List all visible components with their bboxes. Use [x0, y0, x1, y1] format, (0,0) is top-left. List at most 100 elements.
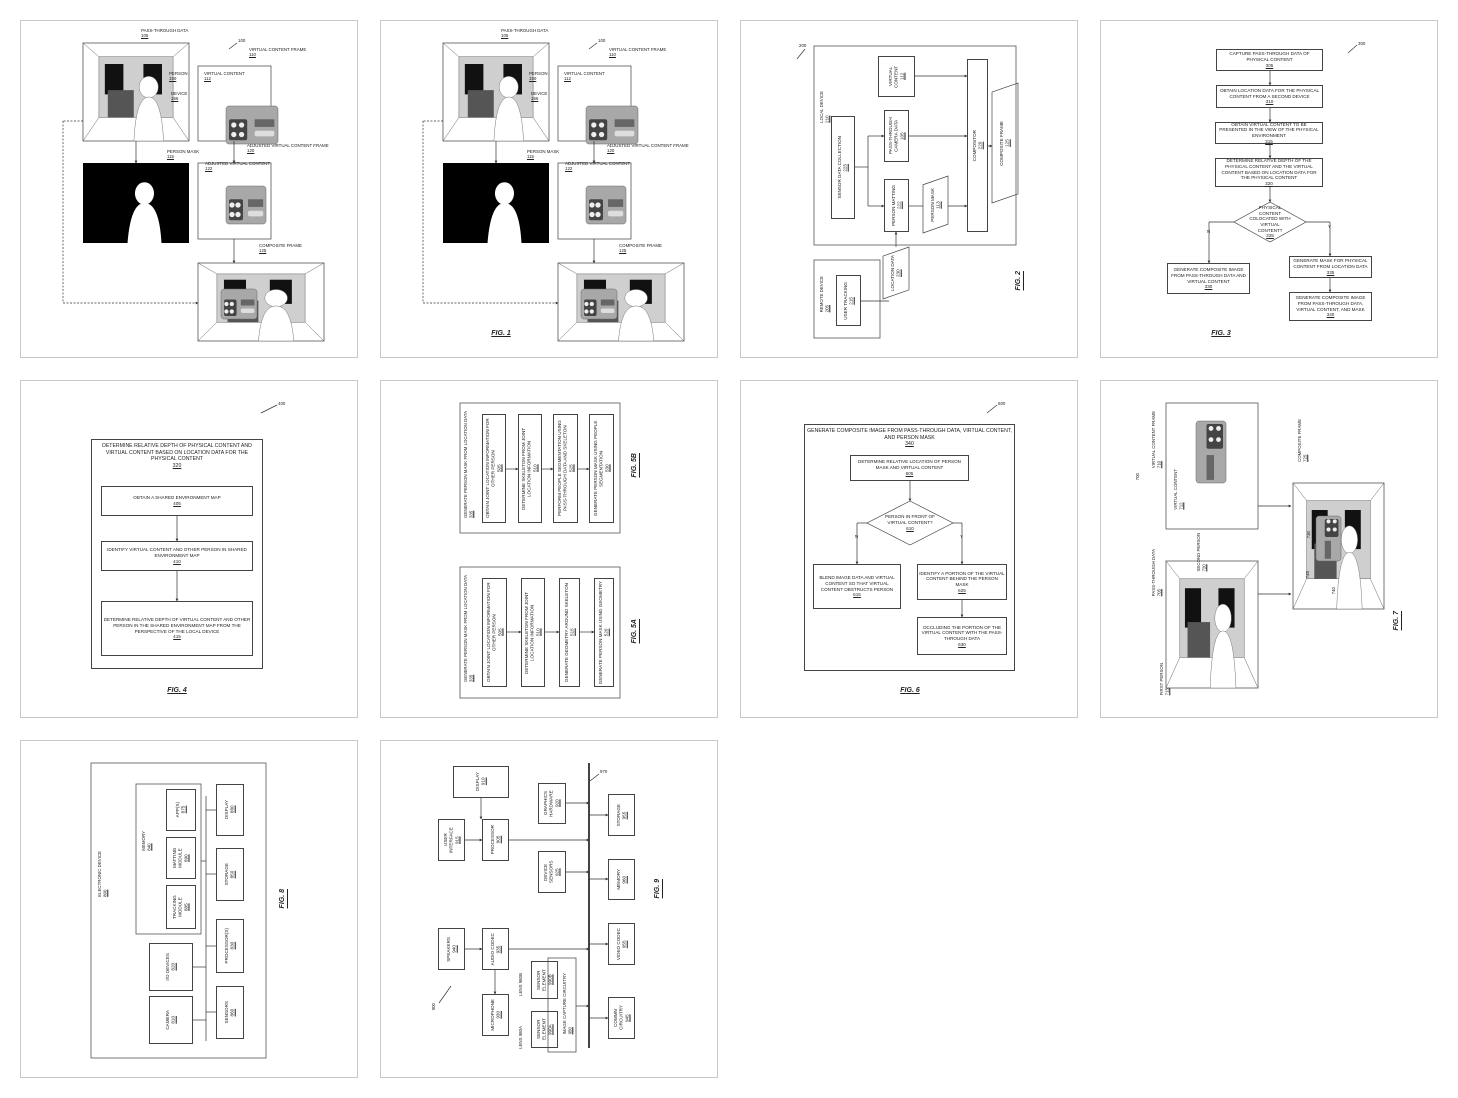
s320-text: DETERMINE RELATIVE DEPTH OF THE PHYSICAL… [1221, 158, 1317, 181]
r730-text: 730 [1306, 531, 1311, 539]
s415-ref: 415 [173, 634, 181, 640]
s330-box: GENERATE COMPOSITE IMAGE FROM PASS-THROU… [1167, 263, 1250, 294]
s410-content: IDENTIFY VIRTUAL CONTENT AND OTHER PERSO… [103, 547, 251, 564]
s410-text: IDENTIFY VIRTUAL CONTENT AND OTHER PERSO… [107, 547, 247, 559]
diagram-lines [1165, 402, 1385, 689]
vc-text: VIRTUAL CONTENT [887, 65, 899, 88]
person-ref: 150 [529, 76, 537, 82]
tracking-ref: 885 [183, 903, 189, 911]
figure-caption: FIG. 3 [1211, 330, 1231, 337]
b-s510-ref: 510 [532, 464, 538, 473]
mask-ref: 115 [167, 154, 174, 160]
no-text: N [855, 534, 859, 539]
video-text: VIDEO CODEC [615, 927, 621, 961]
s325-content: PHYSICAL CONTENT COLOCATED WITH VIRTUAL … [1248, 205, 1292, 239]
mask-ref: 113 [935, 200, 941, 209]
fig3-thumbnail[interactable]: CAPTURE PASS-THROUGH DATA OF PHYSICAL CO… [1100, 20, 1438, 358]
diagram-lines [438, 763, 609, 1053]
s625-content: IDENTIFY A PORTION OF THE VIRTUAL CONTEN… [919, 571, 1005, 594]
s330-text: GENERATE COMPOSITE IMAGE FROM PASS-THROU… [1171, 267, 1246, 284]
camera-ref: 810 [171, 1016, 176, 1024]
control-button-icon [598, 122, 605, 128]
speakers-text: SPEAKERS [445, 936, 451, 962]
vc-ref: 112 [899, 72, 905, 81]
diagram-lines [1207, 44, 1358, 293]
b-s510-content: DETERMINE SKELETON FROM JOINT LOCATION I… [521, 416, 538, 521]
s630-text: OCCLUDING THE PORTION OF THE VIRTUAL CON… [921, 624, 1003, 641]
avc-ref: 122 [205, 166, 213, 172]
storage-ref: 850 [230, 870, 235, 879]
fig6-thumbnail[interactable]: GENERATE COMPOSITE IMAGE FROM PASS-THROU… [740, 380, 1078, 718]
sensors-ref: 860 [230, 1008, 235, 1017]
yes-text: Y [1328, 224, 1331, 229]
processors-ref: 830 [230, 942, 235, 950]
control-button-icon [584, 309, 589, 314]
person-text: PERSON [169, 71, 188, 76]
person-body-icon [493, 96, 524, 142]
fig5b-frame [459, 402, 621, 534]
device-text: DEVICE [171, 91, 188, 96]
pass-ref: 705 [1156, 589, 1162, 597]
connector-line [228, 42, 238, 50]
control-button-icon [1216, 437, 1221, 442]
s605-box: DETERMINE RELATIVE LOCATION OF PERSON MA… [850, 455, 969, 481]
virtual-content-frame [1165, 402, 1259, 530]
couch-icon [1187, 622, 1211, 658]
composite-ref: 125 [1005, 139, 1010, 147]
s320-text: DETERMINE RELATIVE DEPTH OF PHYSICAL CON… [102, 443, 252, 462]
fig4-thumbnail[interactable]: DETERMINE RELATIVE DEPTH OF PHYSICAL CON… [20, 380, 358, 718]
ui-ref: 915 [454, 836, 460, 844]
s335-text: GENERATE MASK FOR PHYSICAL CONTENT FROM … [1293, 258, 1368, 270]
s605-content: DETERMINE RELATIVE LOCATION OF PERSON MA… [852, 459, 967, 476]
audio-text: AUDIO CODEC [489, 932, 495, 966]
virtual-content-panel [585, 105, 639, 145]
storage-ref: 955 [621, 811, 627, 819]
yes-label: Y [960, 534, 963, 539]
memory-ref: 960 [621, 875, 627, 884]
electronic-device-frame [90, 762, 267, 1059]
apps-content: APP(S)875 [175, 802, 186, 817]
figure-caption: FIG. 2 [1015, 271, 1022, 291]
figure-caption: FIG. 6 [900, 687, 920, 694]
mask-text: PERSON MASK [527, 149, 560, 154]
passcam-text: PASS-THROUGH CAMERA DATA [887, 117, 899, 155]
title-ref: 800 [102, 889, 108, 897]
a-s520-ref: 520 [604, 628, 609, 637]
local-ref: 210 [824, 115, 830, 123]
figure-caption: FIG. 8 [279, 889, 286, 909]
s990b-ref: 990B [547, 974, 553, 986]
a-s515-ref: 515 [569, 628, 575, 637]
control-button-icon [238, 122, 245, 128]
pass-through-image [1165, 560, 1259, 689]
person-body-icon [1336, 552, 1363, 610]
ref-text: 100 [238, 38, 246, 43]
person-body-icon [618, 305, 655, 342]
